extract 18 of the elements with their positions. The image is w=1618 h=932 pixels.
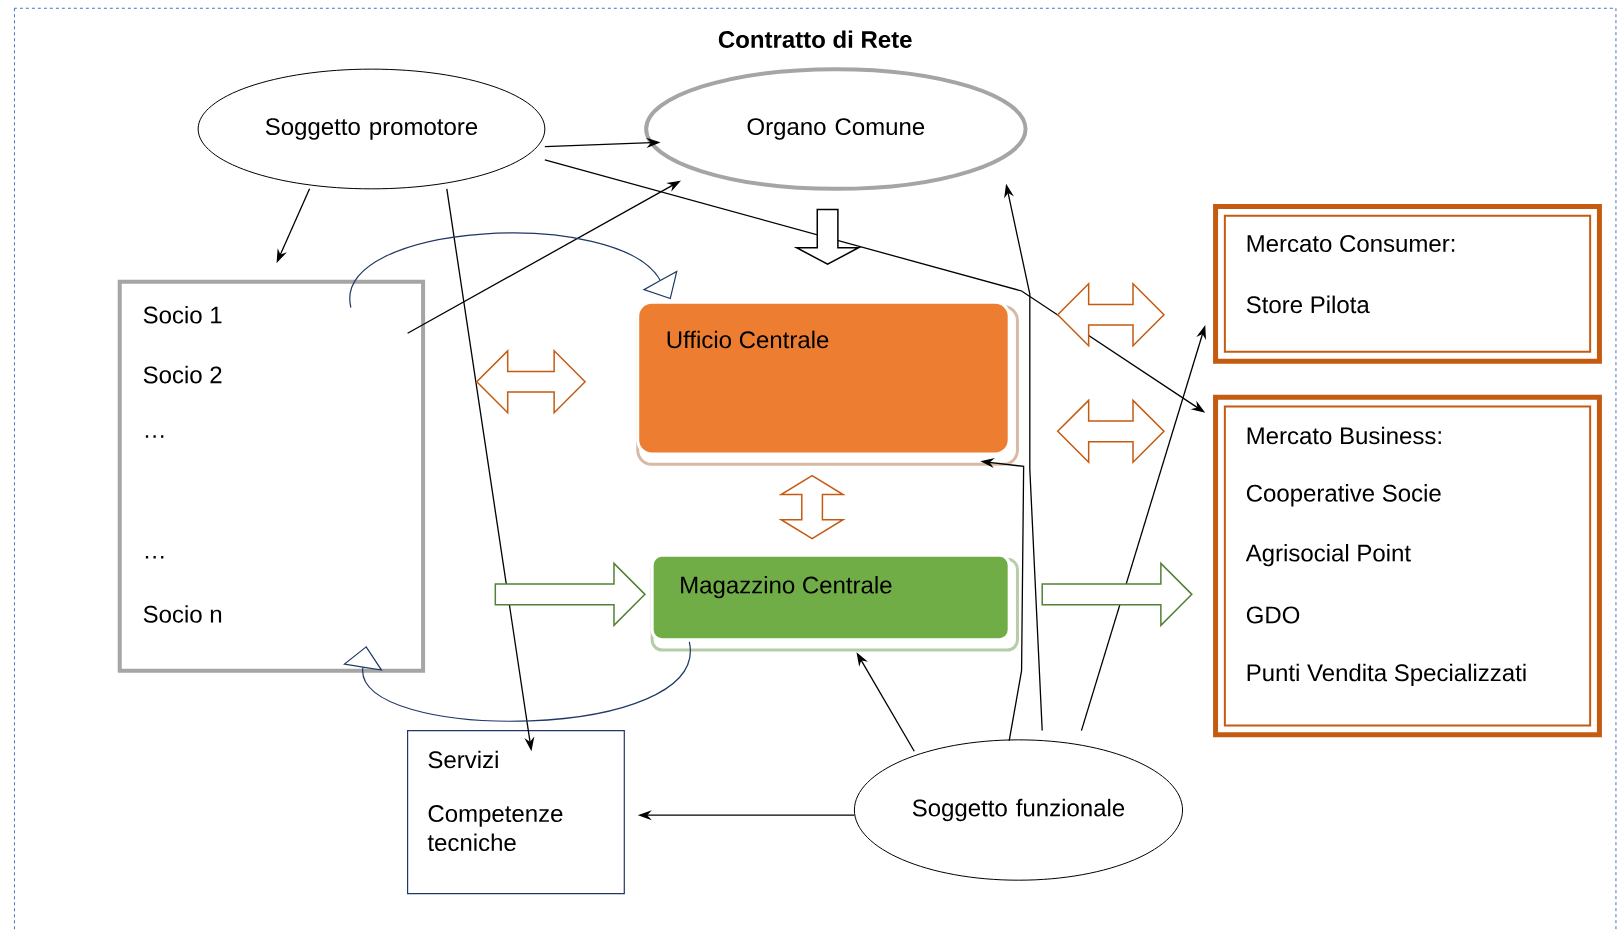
- title: Contratto di Rete: [718, 30, 912, 48]
- block-arrow: [1056, 398, 1166, 465]
- block-arrow: [793, 208, 862, 265]
- ellipse-node: Soggetto funzionale: [853, 739, 1184, 881]
- market-box: Mercato Consumer: Store Pilota: [1213, 203, 1602, 364]
- block-arrow: [1041, 561, 1193, 628]
- block-arrow: [1056, 281, 1166, 348]
- member-list-box: Socio 1 Socio 2 … … Socio n: [117, 279, 426, 673]
- services-box: Servizi Competenze tecniche: [407, 730, 625, 895]
- ellipse-node: Organo Comune: [644, 67, 1028, 191]
- warehouse-box: Magazzino Centrale: [650, 553, 1019, 652]
- market-box: Mercato Business: Cooperative Socie Agrisocial Point GDO Punti Vendita Specializzati: [1213, 394, 1602, 738]
- block-arrow: [778, 474, 846, 540]
- block-arrow: [494, 561, 646, 628]
- curved-arrow: [350, 232, 678, 309]
- ellipse-node: Soggetto promotore: [197, 68, 546, 190]
- curved-arrow: [343, 641, 690, 722]
- office-box: Ufficio Centrale: [636, 300, 1019, 466]
